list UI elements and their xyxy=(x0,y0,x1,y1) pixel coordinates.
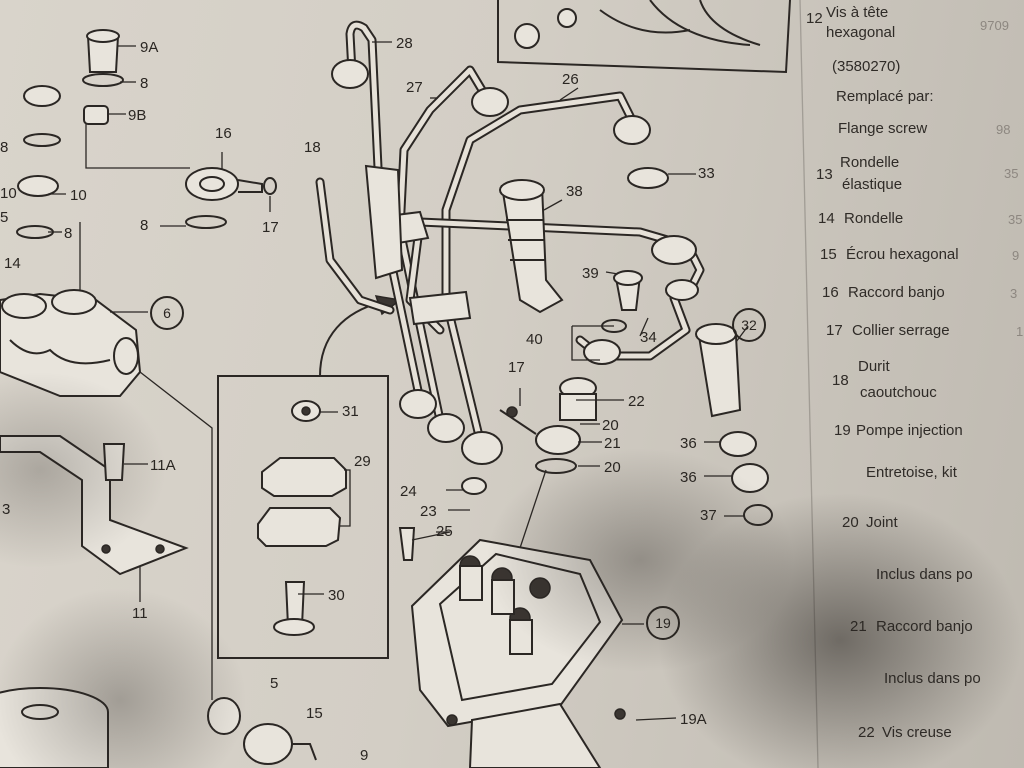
parts-list-description: Inclus dans po xyxy=(876,566,973,583)
callout-label: 10 xyxy=(0,185,17,202)
callout-label: 3 xyxy=(2,501,11,518)
parts-list-description: Rondelle xyxy=(840,154,900,171)
callout-label: 37 xyxy=(700,507,717,524)
parts-list-description: Durit xyxy=(858,358,890,375)
callout-circled: 6 xyxy=(150,296,184,330)
parts-list-number: 17 xyxy=(826,322,843,339)
callout-label: 24 xyxy=(400,483,417,500)
parts-list-number: 12 xyxy=(806,10,823,27)
callout-label: 17 xyxy=(262,219,279,236)
parts-list-number: 19 xyxy=(834,422,851,439)
parts-list-number: 16 xyxy=(822,284,839,301)
callout-label: 5 xyxy=(0,209,9,226)
injection-pump-19 xyxy=(398,527,626,768)
callout-label: 11 xyxy=(132,605,148,622)
parts-list-ref: 1 xyxy=(1016,324,1024,339)
callout-label: 15 xyxy=(306,705,323,722)
parts-list-number: 21 xyxy=(850,618,867,635)
parts-list-description: Inclus dans po xyxy=(884,670,981,687)
callout-label: 19A xyxy=(680,711,707,728)
callout-label: 8 xyxy=(0,139,9,156)
callout-label: 20 xyxy=(604,459,621,476)
parts-list-description: Vis creuse xyxy=(882,724,952,741)
parts-list-description: Remplacé par: xyxy=(836,88,934,105)
callout-label: 8 xyxy=(140,75,149,92)
parts-list-description: Flange screw xyxy=(838,120,928,137)
parts-list-description: Rondelle xyxy=(844,210,904,227)
callout-label: 9 xyxy=(360,747,369,764)
callout-label: 5 xyxy=(270,675,279,692)
callout-label: 36 xyxy=(680,469,697,486)
callout-label: 8 xyxy=(140,217,149,234)
parts-list-description: Vis à tête xyxy=(826,4,889,21)
parts-list-divider xyxy=(799,0,819,768)
callout-label: 17 xyxy=(508,359,525,376)
parts-list-ref: 9709 xyxy=(980,18,1009,33)
parts-list-ref: 35 xyxy=(1008,212,1023,227)
clamp-detail-inset xyxy=(217,295,402,659)
callout-label: 30 xyxy=(328,587,345,604)
callout-label: 36 xyxy=(680,435,697,452)
parts-list-number: 20 xyxy=(842,514,859,531)
pump-flange-5 xyxy=(0,687,317,768)
callout-leaders xyxy=(48,41,749,721)
filter-housing-6 xyxy=(0,289,142,397)
parts-list-description: hexagonal xyxy=(826,24,896,41)
parts-list-number: 22 xyxy=(858,724,875,741)
callout-label: 18 xyxy=(304,139,321,156)
top-inset-frame xyxy=(497,0,791,74)
fittings-20-22 xyxy=(499,377,597,474)
callout-label: 16 xyxy=(215,125,232,142)
callout-label: 21 xyxy=(604,435,621,452)
callout-label: 34 xyxy=(640,329,657,346)
parts-list-number: 14 xyxy=(818,210,835,227)
left-washers xyxy=(16,85,61,239)
callout-label: 29 xyxy=(354,453,371,470)
callout-label: 33 xyxy=(698,165,715,182)
parts-list-description: Raccord banjo xyxy=(848,284,945,301)
parts-list-number: 13 xyxy=(816,166,833,183)
parts-list-ref: 3 xyxy=(1010,286,1018,301)
callout-label: 14 xyxy=(4,255,21,272)
callout-label: 38 xyxy=(566,183,583,200)
parts-list-ref: 9 xyxy=(1012,248,1020,263)
callout-label: 31 xyxy=(342,403,359,420)
callout-circled: 32 xyxy=(732,308,766,342)
callout-label: 39 xyxy=(582,265,599,282)
pipe-nuts-bottom xyxy=(399,389,503,495)
callout-label: 9B xyxy=(128,107,147,124)
callout-label: 8 xyxy=(64,225,73,242)
parts-list-description: élastique xyxy=(842,176,903,193)
parts-list-description: Pompe injection xyxy=(856,422,963,439)
parts-list-description: Écrou hexagonal xyxy=(846,246,959,263)
callout-label: 27 xyxy=(406,79,423,96)
banjo-bolt-39 xyxy=(571,270,643,365)
parts-list-description: Raccord banjo xyxy=(876,618,973,635)
parts-list-description: Collier serrage xyxy=(852,322,950,339)
callout-label: 20 xyxy=(602,417,619,434)
parts-list-number: 18 xyxy=(832,372,849,389)
callout-label: 25 xyxy=(436,523,453,540)
parts-list-description: Entretoise, kit xyxy=(866,464,957,481)
parts-list-ref: 98 xyxy=(996,122,1011,137)
parts-list-description: caoutchouc xyxy=(860,384,937,401)
parts-list-description: Joint xyxy=(866,514,898,531)
callout-label: 40 xyxy=(526,331,543,348)
callout-circled: 19 xyxy=(646,606,680,640)
banjo-bolt-9a xyxy=(82,29,124,125)
callout-label: 23 xyxy=(420,503,437,520)
parts-list-description: (3580270) xyxy=(832,58,901,75)
callout-label: 22 xyxy=(628,393,645,410)
callout-label: 10 xyxy=(70,187,87,204)
parts-list-ref: 35 xyxy=(1004,166,1019,181)
callout-label: 28 xyxy=(396,35,413,52)
callout-label: 9A xyxy=(140,39,159,56)
callout-label: 26 xyxy=(562,71,579,88)
parts-list-number: 15 xyxy=(820,246,837,263)
callout-label: 11A xyxy=(150,457,176,474)
